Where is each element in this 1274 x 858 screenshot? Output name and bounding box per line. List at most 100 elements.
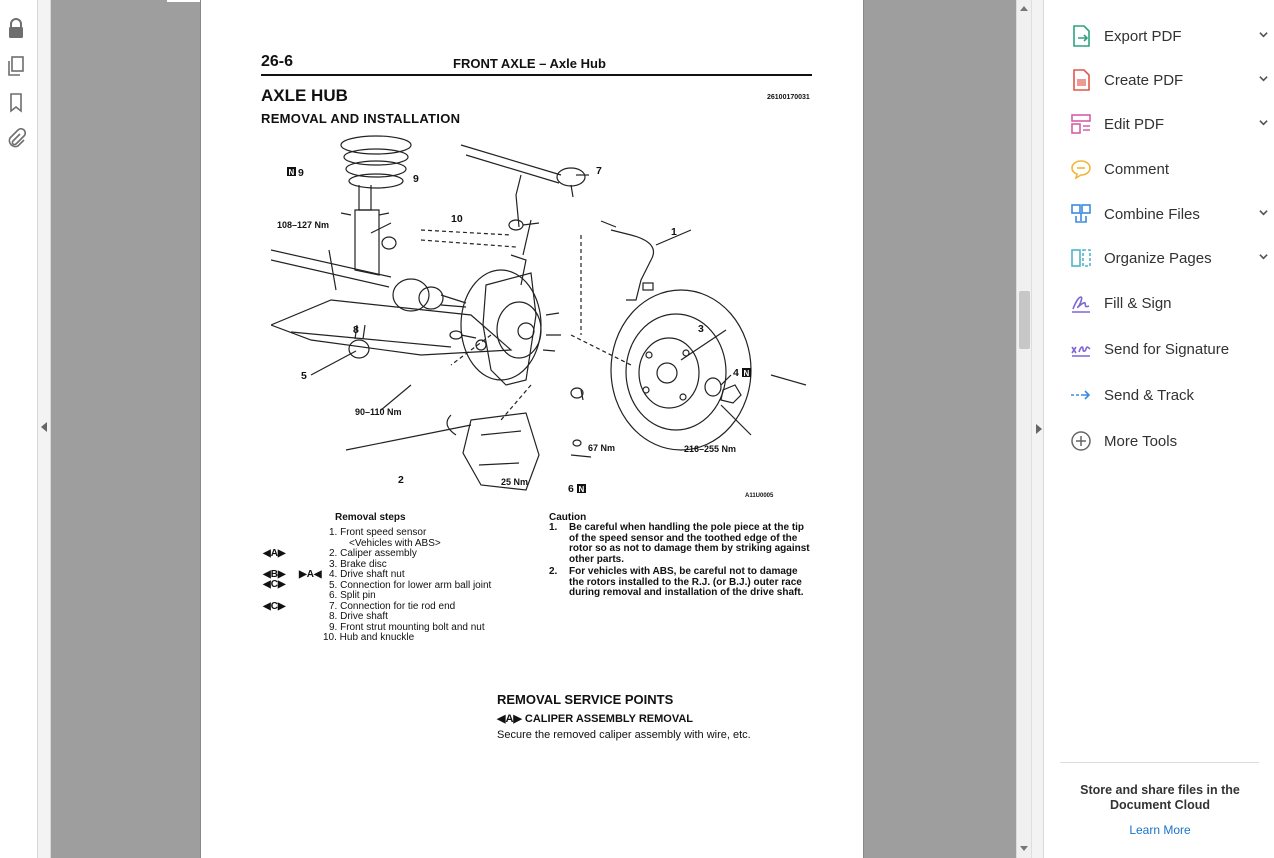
tools-pane: Export PDF Create PDF Edit PDF Comment xyxy=(1044,0,1274,858)
attachment-icon[interactable] xyxy=(5,128,27,150)
diagram-label-2: 2 xyxy=(398,474,404,486)
caution-item-2-text: For vehicles with ABS, be careful not to… xyxy=(569,566,804,598)
document-cloud-promo: Store and share files in the Document Cl… xyxy=(1080,783,1240,812)
scroll-down-arrow-icon[interactable] xyxy=(1020,846,1028,851)
torque-label-3: 67 Nm xyxy=(588,443,615,453)
axle-hub-exploded-diagram: N 9 9 7 10 1 3 4 N 8 5 2 6 N xyxy=(271,135,807,499)
diagram-label-1: 1 xyxy=(671,226,677,238)
caution-item-1-number: 1. xyxy=(549,522,558,533)
collapse-left-arrow-icon xyxy=(41,422,47,432)
send-track-icon xyxy=(1068,382,1094,408)
chevron-down-icon[interactable] xyxy=(1259,118,1268,127)
tool-comment[interactable]: Comment xyxy=(1068,154,1268,184)
section-code: 26100170031 xyxy=(767,94,810,101)
service-points-title: REMOVAL SERVICE POINTS xyxy=(497,692,674,707)
diagram-label-9b: 9 xyxy=(413,173,419,185)
tool-label: Send & Track xyxy=(1104,386,1195,404)
removal-steps-title: Removal steps xyxy=(335,512,406,523)
caution-item-1: 1. Be careful when handling the pole pie… xyxy=(549,522,813,565)
new-part-marker-6: N xyxy=(579,485,585,494)
tool-label: Create PDF xyxy=(1104,71,1184,89)
learn-more-link[interactable]: Learn More xyxy=(1129,823,1191,837)
tool-label: Organize Pages xyxy=(1104,249,1212,267)
tool-more-tools[interactable]: More Tools xyxy=(1068,426,1268,456)
step-1-note: <Vehicles with ABS> xyxy=(349,538,441,549)
comment-icon xyxy=(1068,156,1094,182)
new-part-marker: N xyxy=(289,168,295,177)
step-3: 3. Brake disc xyxy=(329,559,387,570)
caution-item-2: 2. For vehicles with ABS, be careful not… xyxy=(549,566,813,599)
chevron-down-icon[interactable] xyxy=(1259,74,1268,83)
organize-pages-icon xyxy=(1068,245,1094,271)
diagram-label-4: 4 xyxy=(733,367,739,379)
subsection-title: REMOVAL AND INSTALLATION xyxy=(261,111,461,126)
step-5: 5. Connection for lower arm ball joint xyxy=(329,580,492,591)
scroll-up-arrow-icon[interactable] xyxy=(1020,6,1028,11)
service-points-body: Secure the removed caliper assembly with… xyxy=(497,729,751,741)
scrollbar-thumb[interactable] xyxy=(1019,291,1030,349)
step-2: 2. Caliper assembly xyxy=(329,548,417,559)
caution-item-2-number: 2. xyxy=(549,566,558,577)
left-pane-collapse-handle[interactable] xyxy=(38,0,51,858)
page-number: 26-6 xyxy=(261,53,294,70)
chevron-down-icon[interactable] xyxy=(1259,252,1268,261)
diagram-label-8: 8 xyxy=(353,324,359,336)
caution-item-1-text: Be careful when handling the pole piece … xyxy=(569,522,810,565)
tool-label: Edit PDF xyxy=(1104,115,1165,133)
step-8: 8. Drive shaft xyxy=(329,611,388,622)
vertical-scrollbar[interactable] xyxy=(1016,0,1031,858)
diagram-label-6: 6 xyxy=(568,483,574,495)
torque-label-2: 90–110 Nm xyxy=(355,407,402,417)
step-10: 10. Hub and knuckle xyxy=(323,632,415,643)
chevron-down-icon[interactable] xyxy=(1259,30,1268,39)
step-4: 4. Drive shaft nut xyxy=(329,569,405,580)
tool-label: Send for Signature xyxy=(1104,340,1230,358)
bookmark-icon[interactable] xyxy=(5,92,27,114)
tool-label: Combine Files xyxy=(1104,205,1200,223)
torque-label-1: 108–127 Nm xyxy=(277,220,329,230)
tool-edit-pdf[interactable]: Edit PDF xyxy=(1068,109,1268,139)
diagram-label-5: 5 xyxy=(301,370,307,382)
step-6: 6. Split pin xyxy=(329,590,376,601)
export-pdf-icon xyxy=(1068,23,1094,49)
lock-icon[interactable] xyxy=(5,18,27,40)
pdf-page[interactable]: 26-6 FRONT AXLE – Axle Hub AXLE HUB 2610… xyxy=(200,0,864,858)
tool-label: Comment xyxy=(1104,160,1170,178)
marker-c-2: ◀C▶ xyxy=(263,601,286,612)
caution-title: Caution xyxy=(549,512,587,523)
tool-export-pdf[interactable]: Export PDF xyxy=(1068,21,1268,51)
torque-label-4: 216–255 Nm xyxy=(684,444,736,454)
page-thumbnails-icon[interactable] xyxy=(5,55,27,77)
collapse-right-arrow-icon xyxy=(1036,424,1042,434)
right-pane-collapse-handle[interactable] xyxy=(1031,0,1044,858)
diagram-code: A11U0005 xyxy=(745,493,774,499)
document-viewer[interactable]: 26-6 FRONT AXLE – Axle Hub AXLE HUB 2610… xyxy=(51,0,1016,858)
diagram-label-10: 10 xyxy=(451,213,463,225)
tool-organize-pages[interactable]: Organize Pages xyxy=(1068,243,1268,273)
step-9: 9. Front strut mounting bolt and nut xyxy=(329,622,485,633)
header-rule xyxy=(261,74,812,76)
step-1: 1. Front speed sensor xyxy=(329,527,427,538)
tool-label: More Tools xyxy=(1104,432,1178,450)
chevron-down-icon[interactable] xyxy=(1259,208,1268,217)
tool-label: Fill & Sign xyxy=(1104,294,1172,312)
running-header: FRONT AXLE – Axle Hub xyxy=(453,56,606,71)
edit-pdf-icon xyxy=(1068,111,1094,137)
tool-create-pdf[interactable]: Create PDF xyxy=(1068,65,1268,95)
tool-send-for-signature[interactable]: Send for Signature xyxy=(1068,334,1268,364)
diagram-label-3: 3 xyxy=(698,323,704,335)
new-part-marker-4: N xyxy=(744,369,750,378)
left-navigation-rail xyxy=(0,0,38,858)
combine-files-icon xyxy=(1068,201,1094,227)
tool-combine-files[interactable]: Combine Files xyxy=(1068,199,1268,229)
more-tools-icon xyxy=(1068,428,1094,454)
marker-a: ◀A▶ xyxy=(263,548,286,559)
step-7: 7. Connection for tie rod end xyxy=(329,601,456,612)
cloud-divider xyxy=(1060,762,1259,763)
marker-c-1: ◀C▶ xyxy=(263,579,286,590)
tool-send-track[interactable]: Send & Track xyxy=(1068,380,1268,410)
service-points-subtitle: ◀A▶ CALIPER ASSEMBLY REMOVAL xyxy=(497,713,693,725)
tool-fill-sign[interactable]: Fill & Sign xyxy=(1068,288,1268,318)
fill-sign-icon xyxy=(1068,290,1094,316)
